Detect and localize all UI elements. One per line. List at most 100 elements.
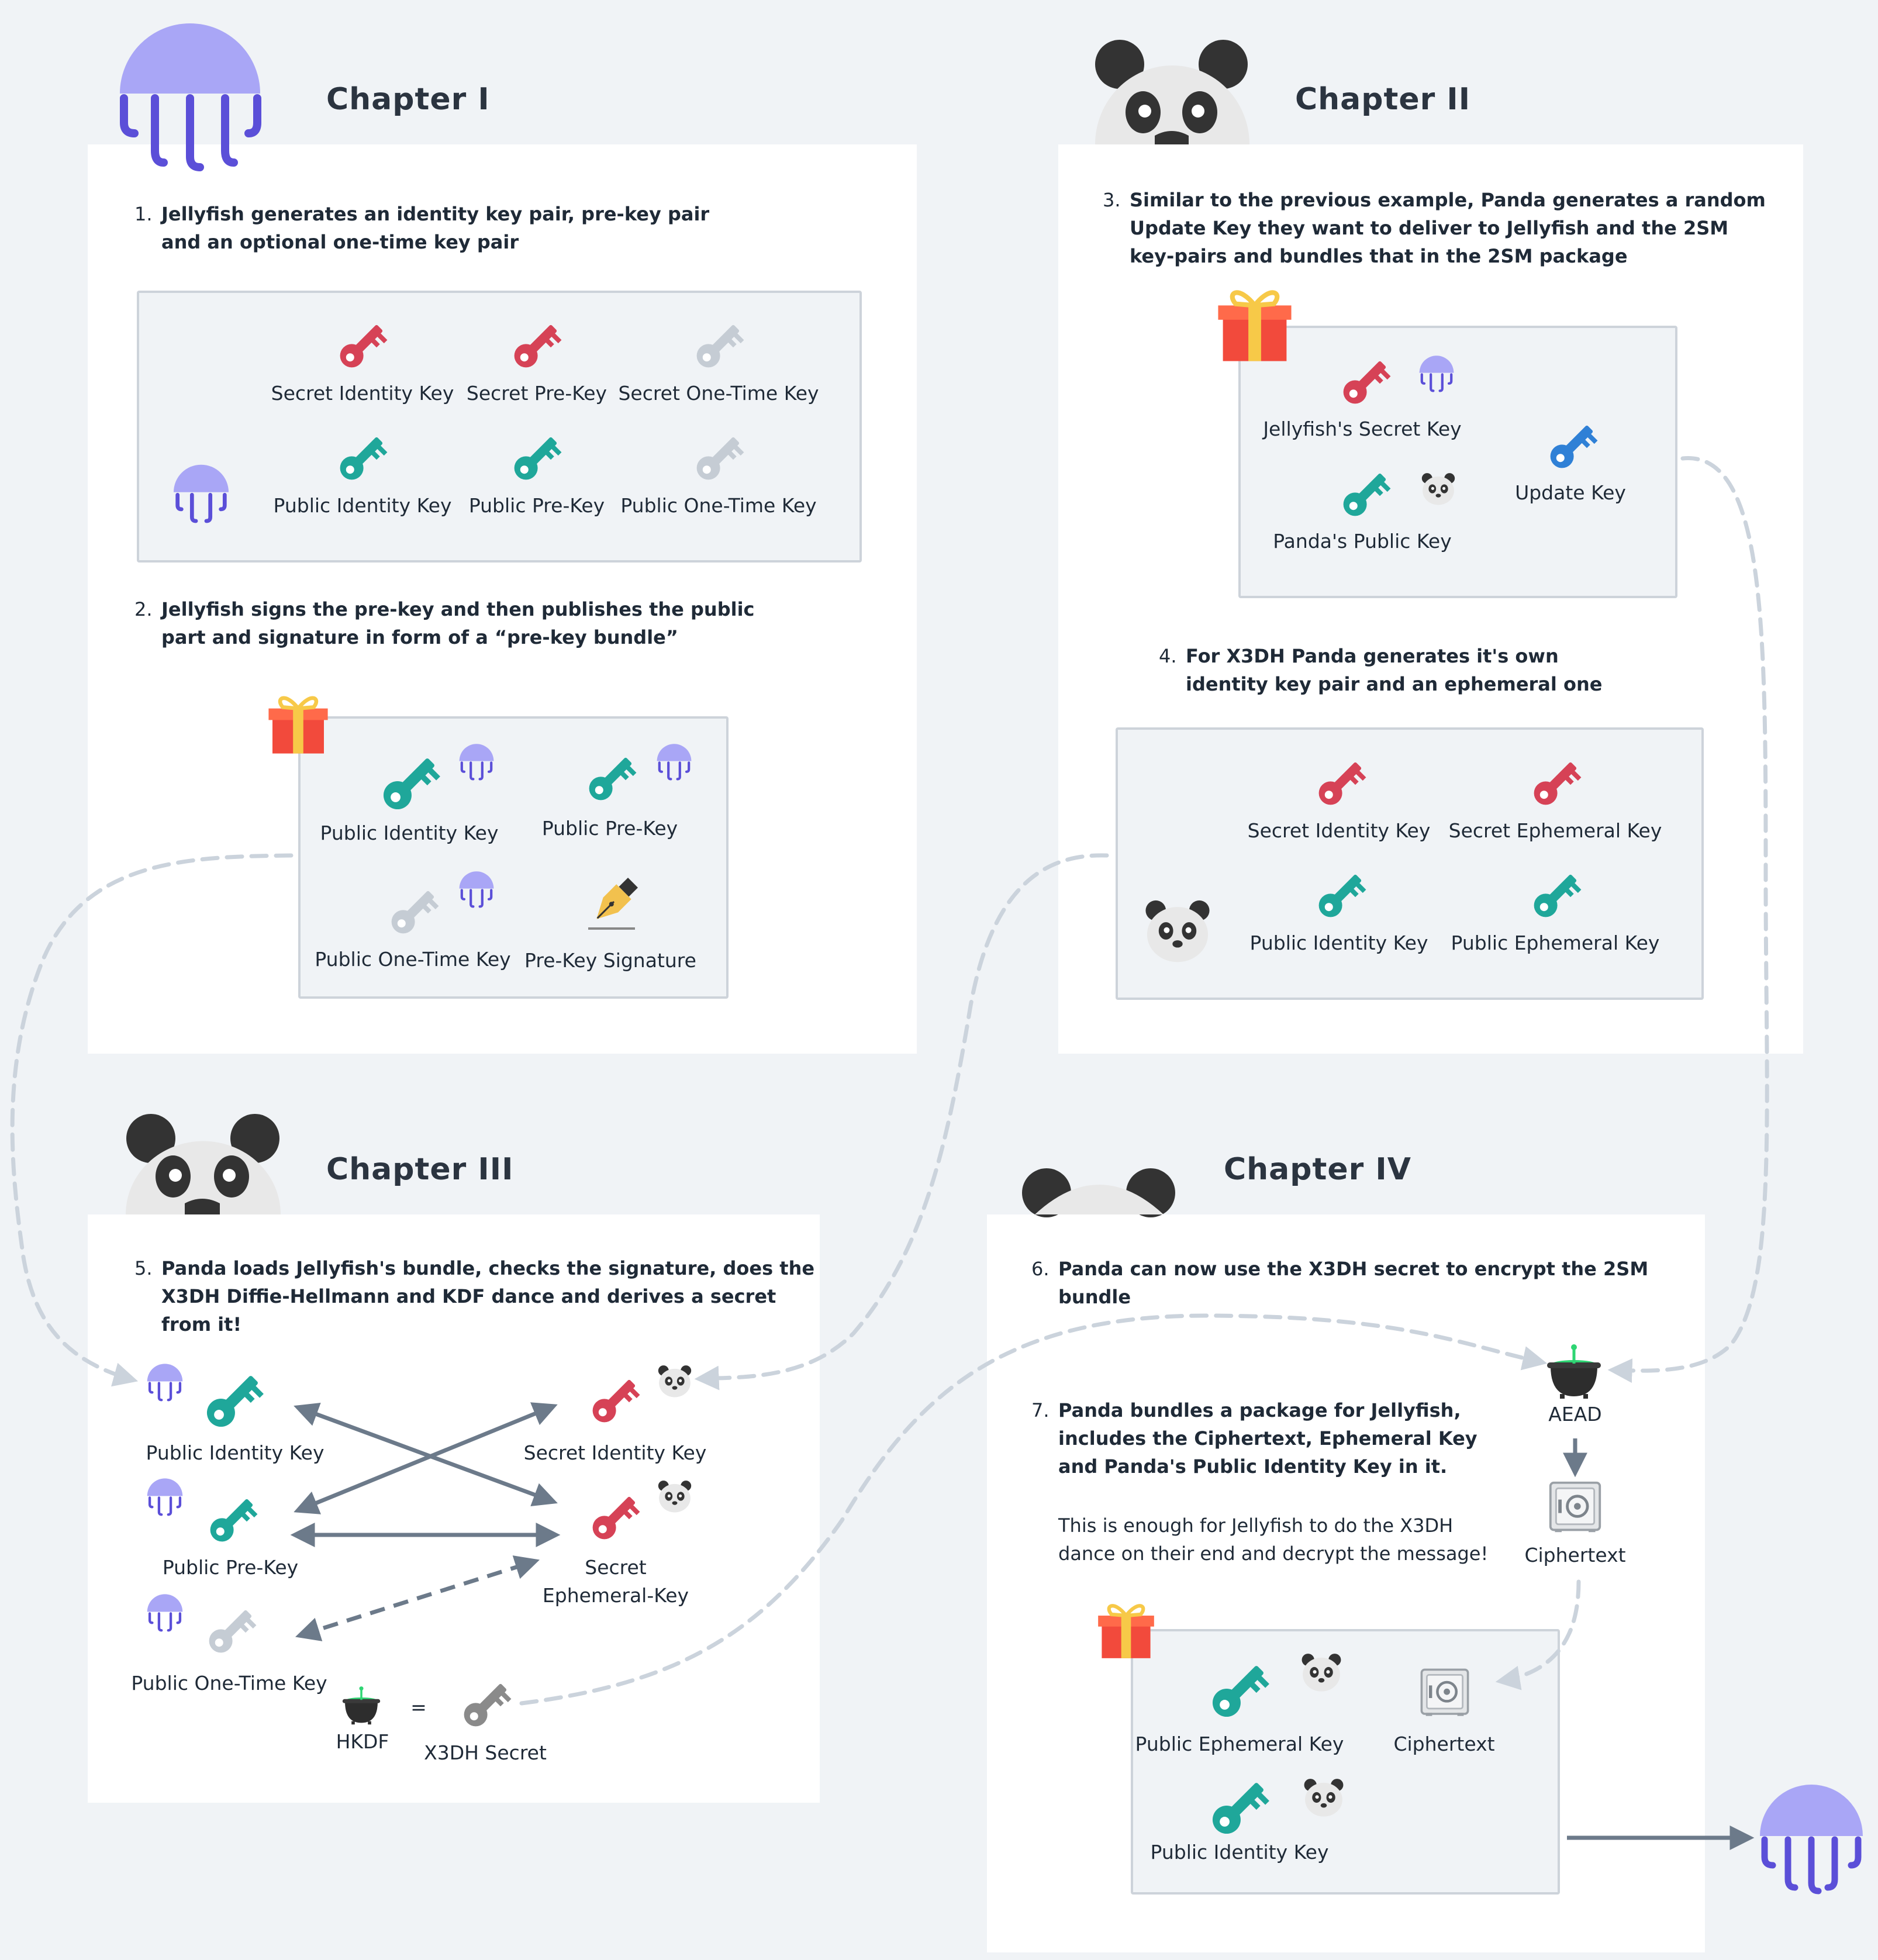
pen-icon (588, 877, 638, 930)
chapter-4-title: Chapter IV (1224, 1152, 1411, 1187)
label-public-identity-key: Public Identity Key (1249, 931, 1428, 954)
key-icon (206, 1376, 264, 1427)
jellyfish-icon (1419, 356, 1454, 392)
key-icon (696, 437, 744, 480)
step-number: 5. (134, 1257, 153, 1279)
label-public-one-time-key: Public One-Time Key (131, 1672, 327, 1695)
2sm-package-box (1238, 326, 1677, 598)
key-icon (340, 437, 388, 480)
chapter-3-title: Chapter III (326, 1152, 514, 1187)
label-hkdf: HKDF (336, 1730, 389, 1753)
step-number: 6. (1031, 1258, 1050, 1280)
step-2: 2. Jellyfish signs the pre-key and then … (134, 595, 793, 651)
step-number: 4. (1159, 645, 1177, 667)
panda-icon (1302, 1654, 1341, 1692)
key-pairs-box (137, 291, 862, 563)
key-icon (1212, 1783, 1269, 1834)
jellyfish-icon (147, 1594, 183, 1632)
step-number: 2. (134, 598, 153, 620)
panda-icon (1145, 900, 1210, 962)
chapter-2-title: Chapter II (1295, 82, 1471, 117)
key-icon (592, 1496, 640, 1540)
step-6: 6. Panda can now use the X3DH secret to … (1031, 1255, 1690, 1311)
key-icon (1343, 473, 1391, 516)
key-icon (1318, 874, 1366, 917)
label-public-one-time-key: Public One-Time Key (620, 494, 817, 517)
key-icon (1534, 874, 1582, 917)
label-secret-identity-key: Secret Identity Key (1247, 819, 1431, 842)
step-number: 3. (1103, 189, 1121, 211)
label-public-pre-key: Public Pre-Key (468, 494, 605, 517)
prekey-bundle-box (298, 716, 729, 999)
label-public-identity-key: Public Identity Key (146, 1441, 324, 1464)
label-secret-pre-key: Secret Pre-Key (466, 382, 607, 405)
key-icon (1550, 425, 1598, 468)
jellyfish-icon (459, 871, 494, 908)
step-1: 1. Jellyfish generates an identity key p… (134, 200, 752, 256)
label-secret-identity-key: Secret Identity Key (271, 382, 454, 405)
key-icon (514, 437, 562, 480)
jellyfish-icon (1760, 1785, 1863, 1895)
label-ciphertext: Ciphertext (1524, 1544, 1626, 1566)
step-text: Jellyfish generates an identity key pair… (161, 203, 710, 253)
label-public-identity-key: Public Identity Key (273, 494, 452, 517)
panda-icon (1421, 473, 1455, 505)
step-4: 4. For X3DH Panda generates it's own ide… (1159, 642, 1607, 698)
key-icon (383, 758, 440, 810)
step-text: For X3DH Panda generates it's own identi… (1186, 645, 1603, 695)
key-icon (340, 325, 388, 368)
label-update-key: Update Key (1515, 481, 1626, 504)
jellyfish-icon (147, 1364, 183, 1402)
step-text: Panda can now use the X3DH secret to enc… (1058, 1258, 1649, 1308)
key-icon (514, 325, 562, 368)
step-text: Jellyfish signs the pre-key and then pub… (161, 598, 755, 648)
label-secret-ephemeral-key-line1: Secret (585, 1556, 647, 1579)
key-icon (391, 891, 439, 934)
label-public-pre-key: Public Pre-Key (162, 1556, 299, 1579)
chapter-1-title: Chapter I (326, 82, 490, 117)
panda-icon (658, 1365, 692, 1397)
cauldron-icon (1547, 1344, 1601, 1399)
step-number: 1. (134, 203, 153, 225)
key-icon (209, 1610, 257, 1653)
key-icon (589, 757, 637, 800)
label-jellyfish-secret-key: Jellyfish's Secret Key (1263, 417, 1462, 440)
key-icon (696, 325, 744, 368)
jellyfish-icon (173, 464, 229, 523)
key-icon (210, 1499, 258, 1542)
gift-icon (1218, 290, 1292, 361)
key-icon (464, 1683, 512, 1727)
step-3: 3. Similar to the previous example, Pand… (1103, 186, 1767, 270)
label-public-identity-key: Public Identity Key (1150, 1841, 1329, 1864)
label-secret-identity-key: Secret Identity Key (523, 1441, 707, 1464)
safe-icon (1420, 1668, 1469, 1716)
jellyfish-icon (657, 744, 692, 781)
label-public-identity-key: Public Identity Key (320, 822, 499, 844)
panda-icon (1304, 1779, 1344, 1817)
gift-icon (1098, 1604, 1154, 1658)
step-7: 7. Panda bundles a package for Jellyfish… (1031, 1396, 1514, 1481)
step-7-note: This is enough for Jellyfish to do the X… (1058, 1514, 1489, 1565)
step-number: 7. (1031, 1399, 1050, 1421)
step-5: 5. Panda loads Jellyfish's bundle, check… (134, 1254, 816, 1338)
key-icon (1534, 762, 1582, 805)
panda-icon (658, 1481, 692, 1513)
label-secret-ephemeral-key-line2: Ephemeral-Key (542, 1584, 689, 1607)
x3dh-keys-box (1116, 727, 1704, 1000)
label-equals: = (410, 1696, 427, 1719)
label-public-ephemeral-key: Public Ephemeral Key (1451, 931, 1660, 954)
key-icon (1212, 1666, 1269, 1717)
label-ciphertext: Ciphertext (1393, 1733, 1495, 1755)
label-panda-public-key: Panda's Public Key (1273, 530, 1452, 553)
label-secret-ephemeral-key: Secret Ephemeral Key (1448, 819, 1662, 842)
label-pre-key-signature: Pre-Key Signature (524, 949, 696, 972)
jellyfish-icon (459, 744, 494, 781)
gift-icon (268, 696, 328, 754)
label-secret-one-time-key: Secret One-Time Key (618, 382, 819, 405)
panda-icon (1022, 1168, 1175, 1217)
step-text: Panda bundles a package for Jellyfish, i… (1058, 1399, 1477, 1478)
cauldron-icon (342, 1686, 381, 1725)
key-icon (1343, 361, 1391, 404)
safe-icon (1549, 1481, 1601, 1533)
label-aead: AEAD (1548, 1403, 1602, 1426)
